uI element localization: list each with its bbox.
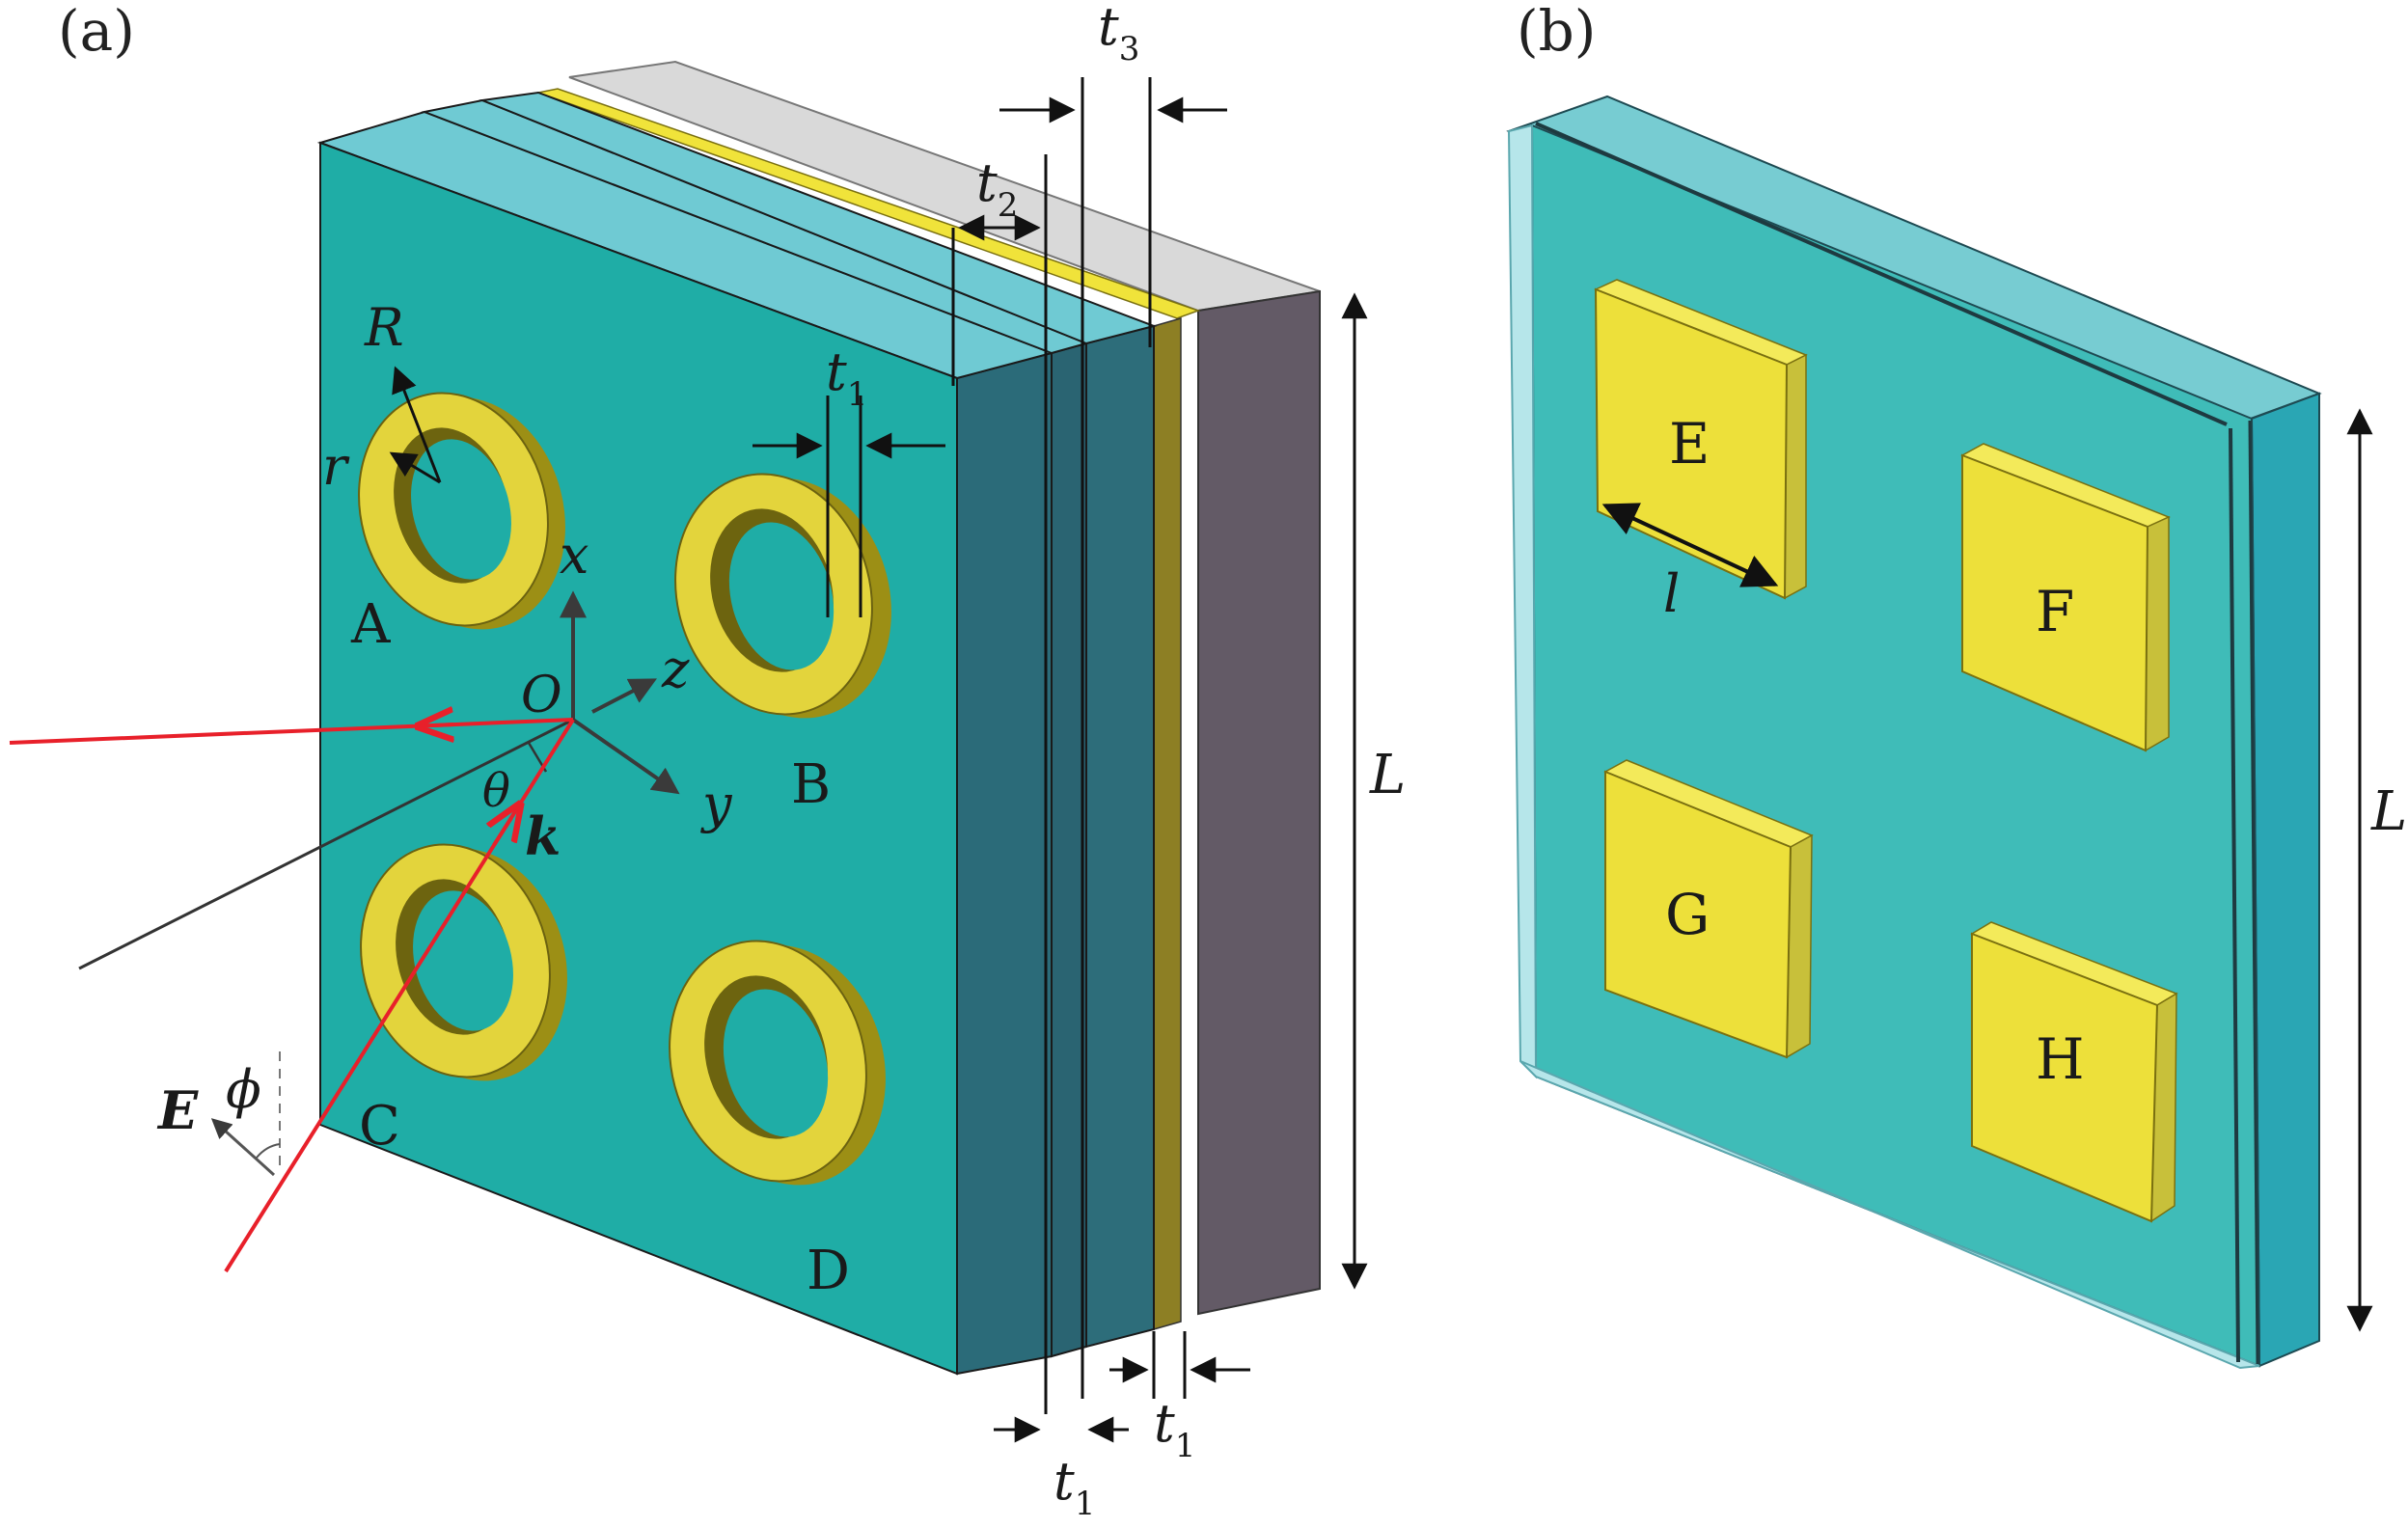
- side-length-L-label-a: L: [1369, 744, 1406, 806]
- normal-reference-line: [78, 718, 574, 970]
- layer-side-3: [1085, 324, 1155, 1349]
- ring-D: [669, 940, 886, 1186]
- t2-label: t2: [976, 152, 1018, 225]
- phi-label: ϕ: [226, 1059, 261, 1120]
- radius-R-arrow: [392, 366, 442, 483]
- e-field-arrow: [210, 1118, 276, 1177]
- gold-layer-side: [1153, 317, 1182, 1330]
- e-field-label: E: [156, 1079, 199, 1141]
- z-axis-label: z: [661, 639, 690, 699]
- incident-beam-arrow: [494, 818, 511, 847]
- square-F: [1960, 443, 2171, 752]
- square-G: [1603, 759, 1814, 1059]
- ring-A-label: A: [350, 593, 391, 656]
- k-vector-label: k: [525, 805, 561, 867]
- square-E-label: E: [1669, 411, 1710, 477]
- y-axis-label: y: [700, 774, 733, 834]
- layer-side-1: [956, 351, 1053, 1376]
- ring-C-label: C: [359, 1095, 400, 1158]
- t1-bottom-right-label: t1: [1154, 1393, 1195, 1465]
- theta-label: θ: [482, 764, 510, 818]
- ring-B: [674, 473, 891, 719]
- square-H-label: H: [2036, 1026, 2085, 1092]
- ring-D-label: D: [807, 1240, 850, 1302]
- radius-r-label: r: [322, 436, 350, 497]
- t3-label: t3: [1098, 0, 1139, 68]
- square-H: [1970, 921, 2178, 1223]
- side-length-l-arrow: [1601, 503, 1779, 587]
- ring-B-label: B: [791, 753, 831, 816]
- phi-arc: [256, 1143, 281, 1159]
- dimension-lines-a: [752, 77, 1368, 1443]
- ring-A: [358, 392, 565, 630]
- plate-b-glass: [1507, 123, 1538, 1079]
- plate-b-glass-bottom: [1519, 1060, 2260, 1370]
- square-G-label: G: [1665, 882, 1710, 947]
- reflected-beam-arrow: [434, 724, 453, 725]
- ring-C: [360, 843, 567, 1081]
- t1-bottom-left-label: t1: [1054, 1451, 1095, 1523]
- side-length-L-label-b: L: [2370, 780, 2407, 843]
- plate-b-side: [2250, 392, 2320, 1368]
- panel-a-label: (a): [58, 0, 135, 64]
- square-F-label: F: [2036, 579, 2074, 644]
- t1-top-label: t1: [826, 341, 867, 414]
- origin-label: O: [521, 667, 562, 724]
- coordinate-axes: [560, 590, 680, 795]
- gold-layer-top: [535, 88, 1201, 319]
- back-plate-side: [1197, 289, 1321, 1316]
- radius-R-label: R: [364, 297, 404, 358]
- reflected-beam: [9, 718, 574, 745]
- side-length-l-label: l: [1663, 563, 1680, 624]
- layer-top-back: [479, 91, 1158, 345]
- x-axis-label: x: [560, 525, 588, 586]
- radius-r-arrow: [389, 451, 441, 484]
- theta-arc: [527, 742, 548, 773]
- panel-b-label: (b): [1517, 0, 1596, 64]
